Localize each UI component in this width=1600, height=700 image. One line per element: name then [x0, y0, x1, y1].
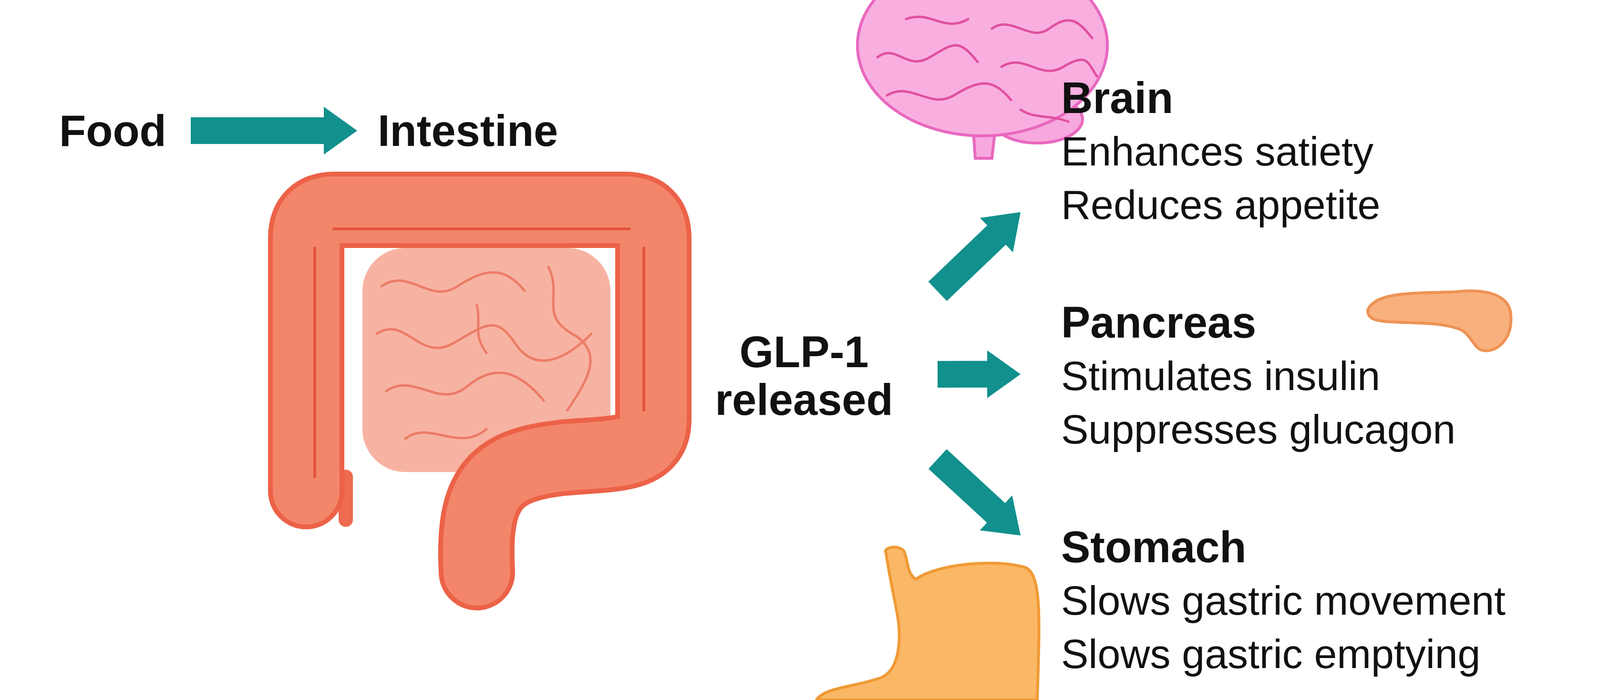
- small-intestine-folds: [376, 267, 592, 439]
- flow-arrow: [937, 234, 998, 292]
- organ-label: Intestine: [357, 103, 558, 158]
- node-heading: GLP-1 released: [699, 328, 909, 424]
- colon-lines: [314, 228, 644, 477]
- flow-arrow: [937, 361, 989, 388]
- colon-line: [313, 247, 317, 477]
- colon-line: [333, 227, 630, 231]
- fold-line: [376, 325, 592, 361]
- hormone-label: GLP-1 released: [699, 286, 938, 463]
- flow-arrow: [190, 117, 325, 145]
- colon-outline: [306, 209, 654, 573]
- effect-text: Slows gastric emptying: [1061, 627, 1506, 681]
- fold-line: [405, 429, 487, 439]
- organ-effect-box: BrainEnhances satietyReduces appetite: [1020, 71, 1381, 232]
- fold-line: [386, 372, 544, 401]
- pancreas-illustration: [1367, 290, 1511, 351]
- gyrus-line: [906, 16, 969, 24]
- input-label: Food: [59, 103, 191, 158]
- fold-line: [548, 267, 591, 411]
- gyrus-line: [887, 83, 1012, 101]
- effect-text: Enhances satiety: [1061, 124, 1381, 178]
- effect-text: Stimulates insulin: [1061, 349, 1456, 403]
- effect-text: Reduces appetite: [1061, 177, 1381, 232]
- flow-arrow: [937, 459, 997, 514]
- organ-effect-box: PancreasStimulates insulinSuppresses glu…: [1020, 295, 1456, 456]
- node-heading: Intestine: [377, 103, 558, 158]
- node-heading: Brain: [1061, 71, 1381, 125]
- node-heading: Stomach: [1061, 520, 1506, 574]
- colon: [306, 209, 654, 573]
- intestine-illustration: [306, 209, 654, 573]
- organ-effect-box: StomachSlows gastric movementSlows gastr…: [1020, 520, 1506, 681]
- fold-line: [476, 305, 487, 353]
- gyrus-line: [991, 20, 1093, 39]
- effect-text: Suppresses glucagon: [1061, 402, 1456, 456]
- colon-line: [642, 247, 646, 411]
- effect-text: Slows gastric movement: [1061, 573, 1506, 628]
- gyrus-line: [877, 45, 978, 62]
- node-heading: Pancreas: [1061, 295, 1456, 350]
- node-heading: Food: [59, 103, 191, 158]
- fold-line: [381, 272, 525, 292]
- stomach-illustration: [816, 547, 1040, 700]
